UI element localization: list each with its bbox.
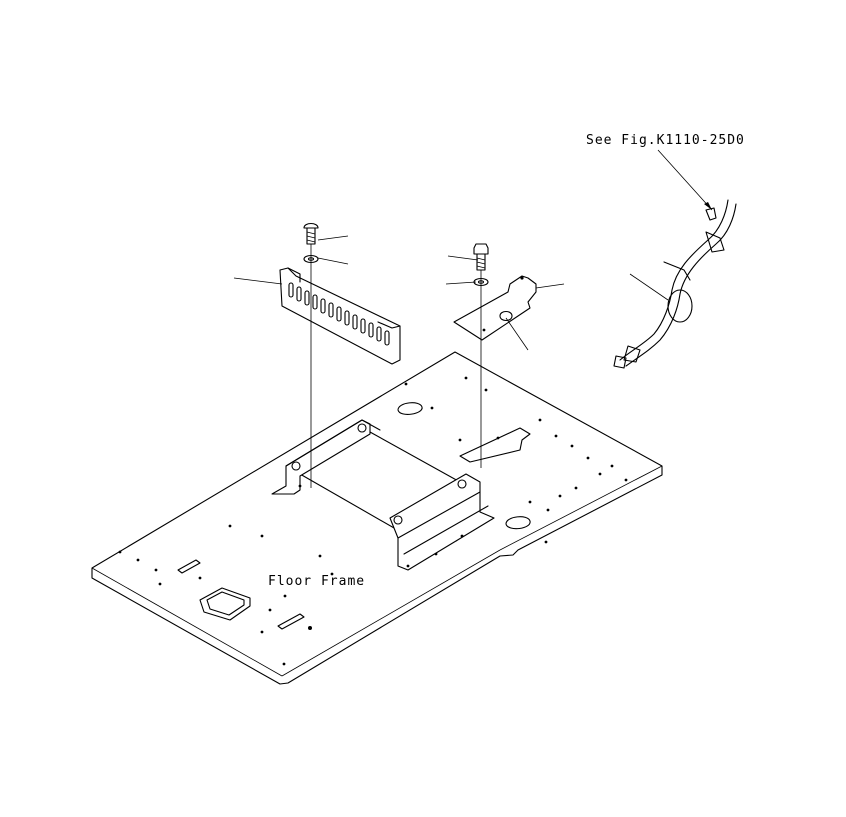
reference-label: See Fig.K1110-25D0: [586, 133, 745, 148]
wire-harness: [613, 199, 737, 369]
mounting-bracket-plate: [453, 275, 537, 341]
louver-slots: [288, 282, 390, 346]
louvered-cover: [279, 267, 401, 365]
mounting-holes: [118, 376, 628, 666]
floor-frame-label: Floor Frame: [268, 574, 366, 589]
leader-lines: [233, 149, 713, 488]
seat-support-bracket: [271, 419, 495, 571]
